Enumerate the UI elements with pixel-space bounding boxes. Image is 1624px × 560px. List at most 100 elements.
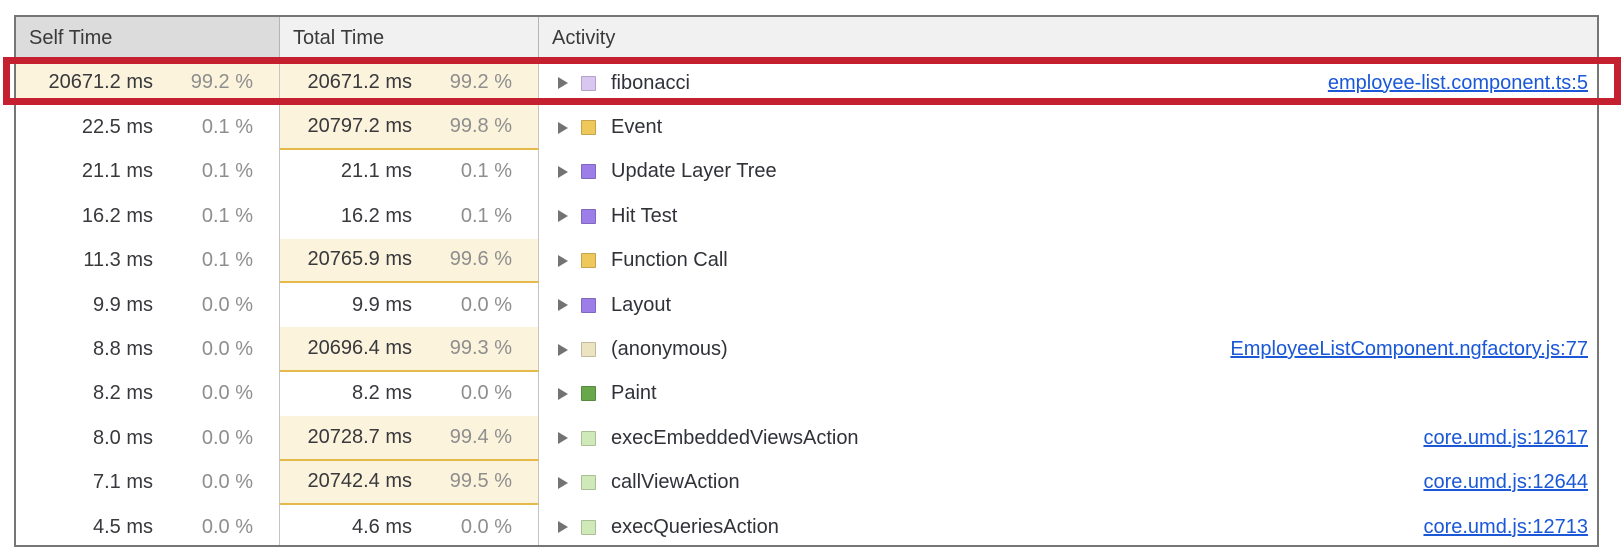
total-time-value: 20696.4 ms: [307, 337, 412, 360]
disclosure-triangle-icon[interactable]: [558, 521, 568, 534]
activity-cell: callViewAction core.umd.js:12644: [539, 461, 1597, 505]
disclosure-triangle-icon[interactable]: [558, 254, 568, 267]
total-time-percent: 99.6 %: [449, 248, 512, 271]
activity-color-swatch: [581, 208, 596, 224]
column-header-activity[interactable]: Activity: [539, 17, 1597, 60]
activity-color-swatch: [581, 519, 596, 535]
self-time-percent: 0.0 %: [201, 515, 253, 538]
activity-color-swatch: [581, 475, 596, 491]
total-time-value: 16.2 ms: [340, 204, 412, 227]
activity-color-swatch: [581, 120, 596, 136]
table-row[interactable]: 21.1 ms 0.1 % 21.1 ms 0.1 % Update Layer…: [16, 149, 1597, 195]
self-time-value: 8.0 ms: [92, 426, 153, 449]
disclosure-triangle-icon[interactable]: [558, 165, 568, 178]
total-time-percent: 0.1 %: [460, 204, 512, 227]
activity-cell: Layout: [539, 283, 1597, 327]
disclosure-triangle-icon[interactable]: [558, 476, 568, 489]
total-time-percent: 0.0 %: [460, 515, 512, 538]
self-time-percent: 0.1 %: [201, 116, 253, 139]
self-time-value: 11.3 ms: [83, 249, 153, 272]
self-time-percent: 0.1 %: [201, 249, 253, 272]
total-time-percent: 0.0 %: [460, 293, 512, 316]
activity-label: Layout: [611, 293, 672, 316]
activity-label: Update Layer Tree: [611, 160, 777, 183]
activity-cell: Hit Test: [539, 194, 1597, 238]
table-row[interactable]: 4.5 ms 0.0 % 4.6 ms 0.0 % execQueriesAct…: [16, 504, 1597, 545]
total-time-cell: 8.2 ms 0.0 %: [280, 371, 539, 417]
column-header-label: Total Time: [293, 27, 385, 49]
disclosure-triangle-icon[interactable]: [558, 299, 568, 312]
activity-label: Event: [611, 116, 663, 139]
activity-label: Function Call: [611, 249, 728, 272]
disclosure-triangle-icon[interactable]: [558, 77, 568, 90]
source-location-link[interactable]: employee-list.component.ts:5: [1327, 71, 1588, 94]
self-time-value: 4.5 ms: [92, 515, 153, 538]
total-time-percent: 99.3 %: [449, 337, 512, 360]
self-time-percent: 0.0 %: [201, 471, 253, 494]
self-time-cell: 11.3 ms 0.1 %: [16, 238, 280, 283]
self-time-value: 8.2 ms: [92, 382, 153, 405]
table-row[interactable]: 8.2 ms 0.0 % 8.2 ms 0.0 % Paint: [16, 371, 1597, 417]
total-time-percent: 99.2 %: [449, 70, 512, 93]
source-location-link[interactable]: core.umd.js:12644: [1423, 471, 1588, 494]
total-time-percent: 0.0 %: [460, 382, 512, 405]
total-time-percent: 99.5 %: [449, 470, 512, 493]
table-row[interactable]: 8.0 ms 0.0 % 20728.7 ms 99.4 % execEmbed…: [16, 416, 1597, 461]
source-location-link[interactable]: core.umd.js:12617: [1423, 426, 1588, 449]
self-time-cell: 8.2 ms 0.0 %: [16, 371, 280, 417]
total-time-cell: 4.6 ms 0.0 %: [280, 504, 539, 545]
column-header-self-time[interactable]: Self Time: [16, 17, 280, 60]
total-time-cell: 20728.7 ms 99.4 %: [280, 416, 539, 461]
self-time-percent: 0.0 %: [201, 382, 253, 405]
self-time-cell: 4.5 ms 0.0 %: [16, 504, 280, 545]
activity-cell: Function Call: [539, 239, 1597, 283]
table-row[interactable]: 9.9 ms 0.0 % 9.9 ms 0.0 % Layout: [16, 282, 1597, 328]
table-row[interactable]: 22.5 ms 0.1 % 20797.2 ms 99.8 % Event: [16, 105, 1597, 150]
disclosure-triangle-icon[interactable]: [558, 387, 568, 400]
activity-cell: (anonymous) EmployeeListComponent.ngfact…: [539, 327, 1597, 371]
table-body: 20671.2 ms 99.2 % 20671.2 ms 99.2 % fibo…: [16, 61, 1597, 545]
total-time-value: 9.9 ms: [351, 293, 412, 316]
table-row[interactable]: 20671.2 ms 99.2 % 20671.2 ms 99.2 % fibo…: [16, 61, 1597, 106]
column-header-label: Self Time: [29, 27, 113, 49]
self-time-value: 21.1 ms: [81, 160, 153, 183]
self-time-cell: 7.1 ms 0.0 %: [16, 460, 280, 505]
table-row[interactable]: 7.1 ms 0.0 % 20742.4 ms 99.5 % callViewA…: [16, 460, 1597, 505]
table-row[interactable]: 8.8 ms 0.0 % 20696.4 ms 99.3 % (anonymou…: [16, 327, 1597, 372]
source-location-link[interactable]: EmployeeListComponent.ngfactory.js:77: [1230, 338, 1588, 361]
activity-color-swatch: [581, 75, 596, 91]
self-time-value: 22.5 ms: [81, 116, 153, 139]
source-location-link[interactable]: core.umd.js:12713: [1423, 515, 1588, 538]
self-time-value: 20671.2 ms: [48, 70, 153, 93]
column-header-total-time[interactable]: Total Time: [280, 17, 539, 60]
performance-bottom-up-table: Self Time Total Time Activity 20671.2 ms…: [14, 15, 1599, 547]
total-time-cell: 16.2 ms 0.1 %: [280, 194, 539, 239]
activity-cell: execEmbeddedViewsAction core.umd.js:1261…: [539, 416, 1597, 460]
total-time-cell: 20671.2 ms 99.2 %: [280, 61, 539, 106]
self-time-percent: 0.0 %: [201, 338, 253, 361]
self-time-value: 9.9 ms: [92, 293, 153, 316]
activity-cell: Event: [539, 105, 1597, 149]
self-time-value: 16.2 ms: [81, 204, 153, 227]
table-row[interactable]: 16.2 ms 0.1 % 16.2 ms 0.1 % Hit Test: [16, 194, 1597, 239]
total-time-value: 20797.2 ms: [307, 115, 412, 138]
self-time-cell: 8.0 ms 0.0 %: [16, 416, 280, 461]
total-time-cell: 20696.4 ms 99.3 %: [280, 327, 539, 372]
disclosure-triangle-icon[interactable]: [558, 121, 568, 134]
activity-cell: execQueriesAction core.umd.js:12713: [539, 505, 1597, 545]
disclosure-triangle-icon[interactable]: [558, 432, 568, 445]
total-time-value: 4.6 ms: [351, 515, 412, 538]
activity-label: Paint: [611, 382, 657, 405]
activity-label: fibonacci: [611, 71, 690, 94]
total-time-value: 20671.2 ms: [307, 70, 412, 93]
self-time-percent: 0.1 %: [201, 160, 253, 183]
activity-label: execEmbeddedViewsAction: [611, 426, 859, 449]
table-header-row: Self Time Total Time Activity: [16, 17, 1597, 61]
disclosure-triangle-icon[interactable]: [558, 343, 568, 356]
table-row[interactable]: 11.3 ms 0.1 % 20765.9 ms 99.6 % Function…: [16, 238, 1597, 283]
total-time-cell: 20742.4 ms 99.5 %: [280, 460, 539, 505]
activity-color-swatch: [581, 386, 596, 402]
disclosure-triangle-icon[interactable]: [558, 210, 568, 223]
total-time-value: 20742.4 ms: [307, 470, 412, 493]
activity-color-swatch: [581, 164, 596, 180]
